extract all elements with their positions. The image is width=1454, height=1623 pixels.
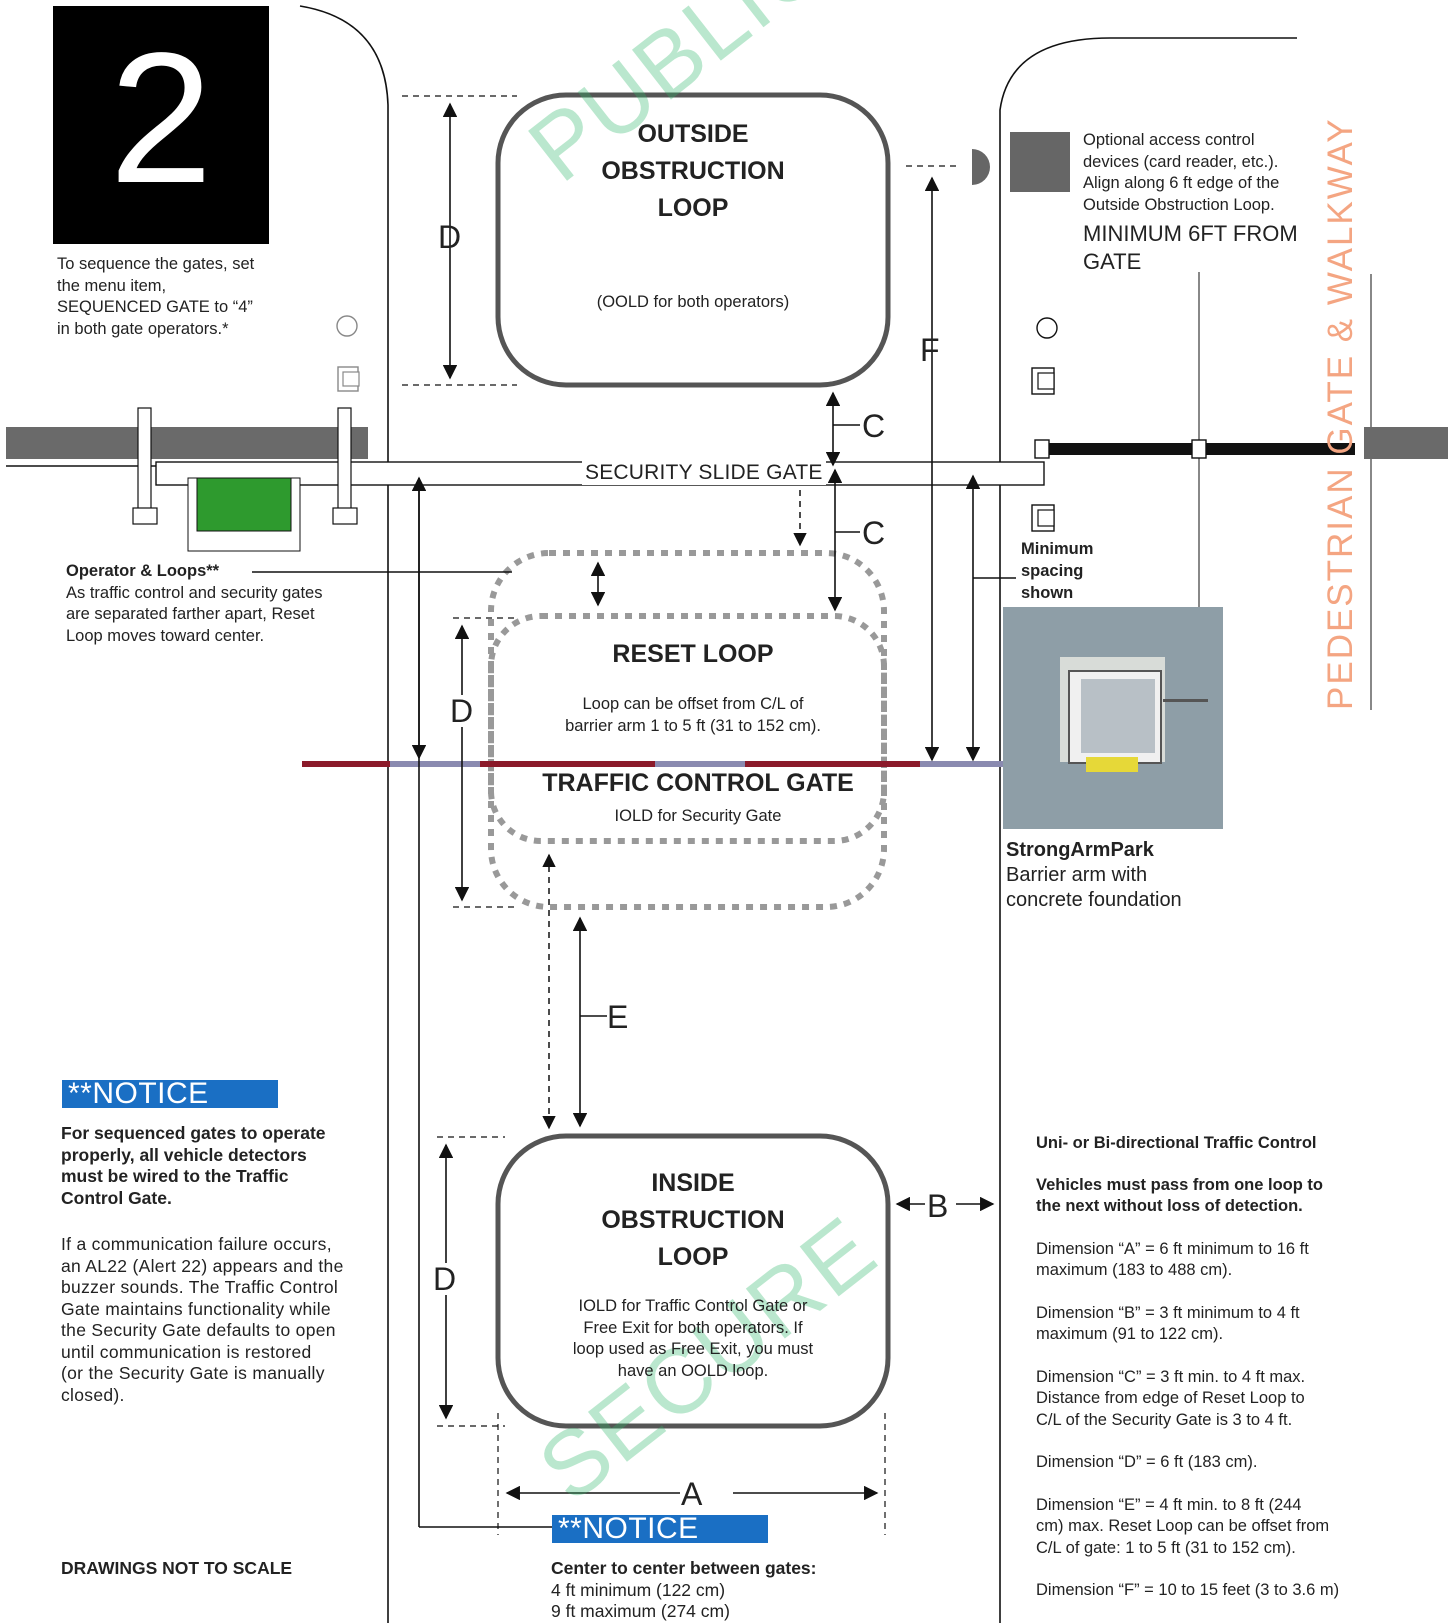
sequence-note: To sequence the gates, set the menu item… <box>57 255 255 338</box>
left-curb <box>299 5 389 1623</box>
notice-center-text: Center to center between gates: 4 ft min… <box>551 1558 817 1621</box>
notice-left-body: If a communication failure occurs, an AL… <box>61 1234 344 1405</box>
card-reader-box <box>1010 132 1070 192</box>
dim-c-lower-label: C <box>862 515 886 551</box>
dim-e-label: E <box>607 999 629 1035</box>
gate-track-right <box>1364 427 1448 459</box>
operator-loops-note: Operator & Loops** As traffic control an… <box>66 562 323 645</box>
reset-loop-title: RESET LOOP <box>612 640 774 668</box>
gate-post-mid <box>337 407 352 524</box>
barrier-arm-photo <box>1003 607 1223 829</box>
notice-center-badge: **NOTICE <box>552 1514 768 1544</box>
traffic-control-gate-title: TRAFFIC CONTROL GATE <box>542 769 854 797</box>
card-reader-half <box>972 149 990 185</box>
minimum-spacing-note: Minimum spacing shown <box>1021 540 1094 602</box>
barrier-pivot <box>1086 757 1138 772</box>
not-to-scale: DRAWINGS NOT TO SCALE <box>61 1558 293 1578</box>
dim-f-label: F <box>920 332 940 368</box>
outside-loop-note: (OOLD for both operators) <box>596 293 790 311</box>
gate-track <box>6 427 368 459</box>
traffic-control-gate-note: IOLD for Security Gate <box>614 807 782 825</box>
dim-d-bottom-label: D <box>433 1261 457 1297</box>
pedestrian-watermark: PEDESTRIAN GATE & WALKWAY <box>1321 117 1360 710</box>
reset-loop-note: Loop can be offset from C/L of barrier a… <box>565 695 821 735</box>
inside-loop-note: IOLD for Traffic Control Gate or Free Ex… <box>572 1297 814 1380</box>
dim-a-label: A <box>681 1476 703 1512</box>
access-control-note: Optional access control devices (card re… <box>1083 131 1280 214</box>
notice-left-bold: For sequenced gates to operate properly,… <box>61 1123 326 1208</box>
gate-post-left <box>137 407 152 524</box>
dim-d-top-label: D <box>438 219 462 255</box>
notice-left-badge: **NOTICE <box>62 1079 278 1109</box>
strongarmpark-caption: StrongArmPark Barrier arm with concrete … <box>1006 839 1182 911</box>
gate-operator-green <box>196 477 292 532</box>
security-slide-gate-label: SECURITY SLIDE GATE <box>582 461 826 485</box>
inside-loop-outline <box>495 1133 891 1429</box>
step-number-box: 2 <box>53 6 269 244</box>
right-curb <box>999 37 1297 1623</box>
dim-b-label: B <box>927 1188 949 1224</box>
inside-loop-title: INSIDE OBSTRUCTION LOOP <box>601 1169 785 1271</box>
dim-c-upper-label: C <box>862 408 886 444</box>
right-notes: Uni- or Bi-directional Traffic Control V… <box>1036 1134 1340 1599</box>
step-number: 2 <box>109 15 213 222</box>
reset-loop-inner <box>488 613 887 844</box>
dim-d-mid-label: D <box>450 693 474 729</box>
outside-loop-title: OUTSIDE OBSTRUCTION LOOP <box>601 120 785 222</box>
access-control-minimum: MINIMUM 6FT FROM GATE <box>1083 221 1298 274</box>
outside-loop-outline <box>495 92 891 388</box>
